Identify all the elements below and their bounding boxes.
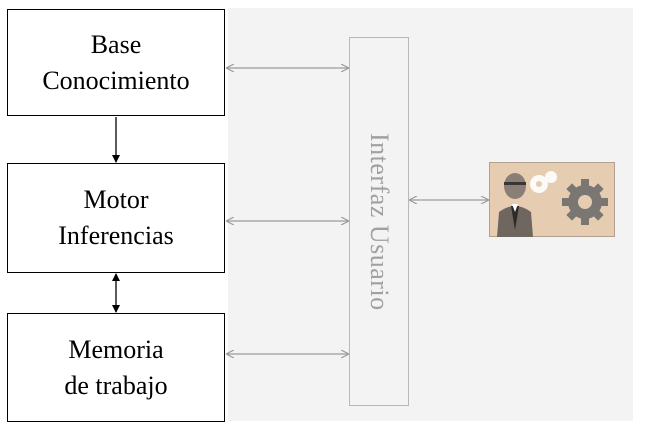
knowledge-base-label: Base Conocimiento	[42, 29, 190, 95]
user-gears-icon	[489, 162, 615, 237]
knowledge-base-box: Base Conocimiento	[7, 9, 225, 116]
user-interface-label: Interfaz Usuario	[365, 132, 394, 311]
working-memory-label: Memoria de trabajo	[64, 334, 168, 400]
inference-engine-box: Motor Inferencias	[7, 163, 225, 273]
user-interface-bar: Interfaz Usuario	[349, 37, 409, 406]
inference-engine-label: Motor Inferencias	[58, 185, 174, 250]
working-memory-box: Memoria de trabajo	[7, 313, 225, 422]
